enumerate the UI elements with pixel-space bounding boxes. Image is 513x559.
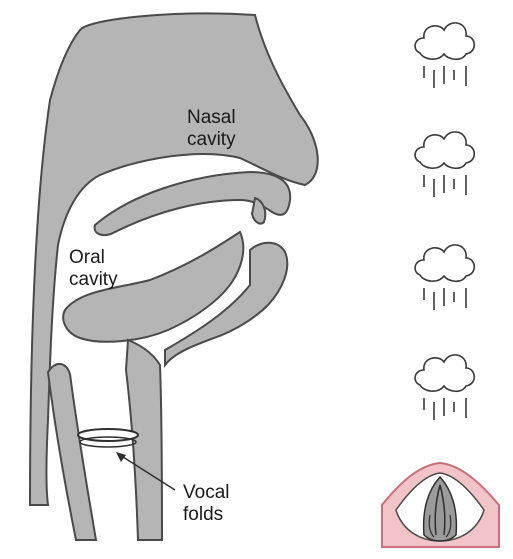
nasal-label-line1: Nasal: [187, 107, 236, 129]
vocal-folds-ring: [78, 429, 138, 447]
oral-label-line2: cavity: [69, 269, 118, 291]
rain-cloud-icon: [410, 230, 480, 315]
nasal-cavity-label: Nasal cavity: [187, 107, 236, 151]
vocal-label-line2: folds: [183, 504, 229, 526]
nasal-label-line2: cavity: [187, 129, 236, 151]
vocal-label-line1: Vocal: [183, 482, 229, 504]
rain-cloud-icon: [410, 117, 480, 202]
pharynx-shape: [126, 340, 162, 540]
vocal-folds-arrowhead: [116, 452, 126, 462]
oral-cavity-label: Oral cavity: [69, 247, 118, 291]
rain-cloud-icon: [410, 8, 480, 93]
oral-label-line1: Oral: [69, 247, 118, 269]
vocal-folds-icon: [378, 455, 503, 550]
vocal-folds-label: Vocal folds: [183, 482, 229, 526]
rain-cloud-icon: [410, 340, 480, 425]
trachea-shape: [48, 364, 96, 540]
